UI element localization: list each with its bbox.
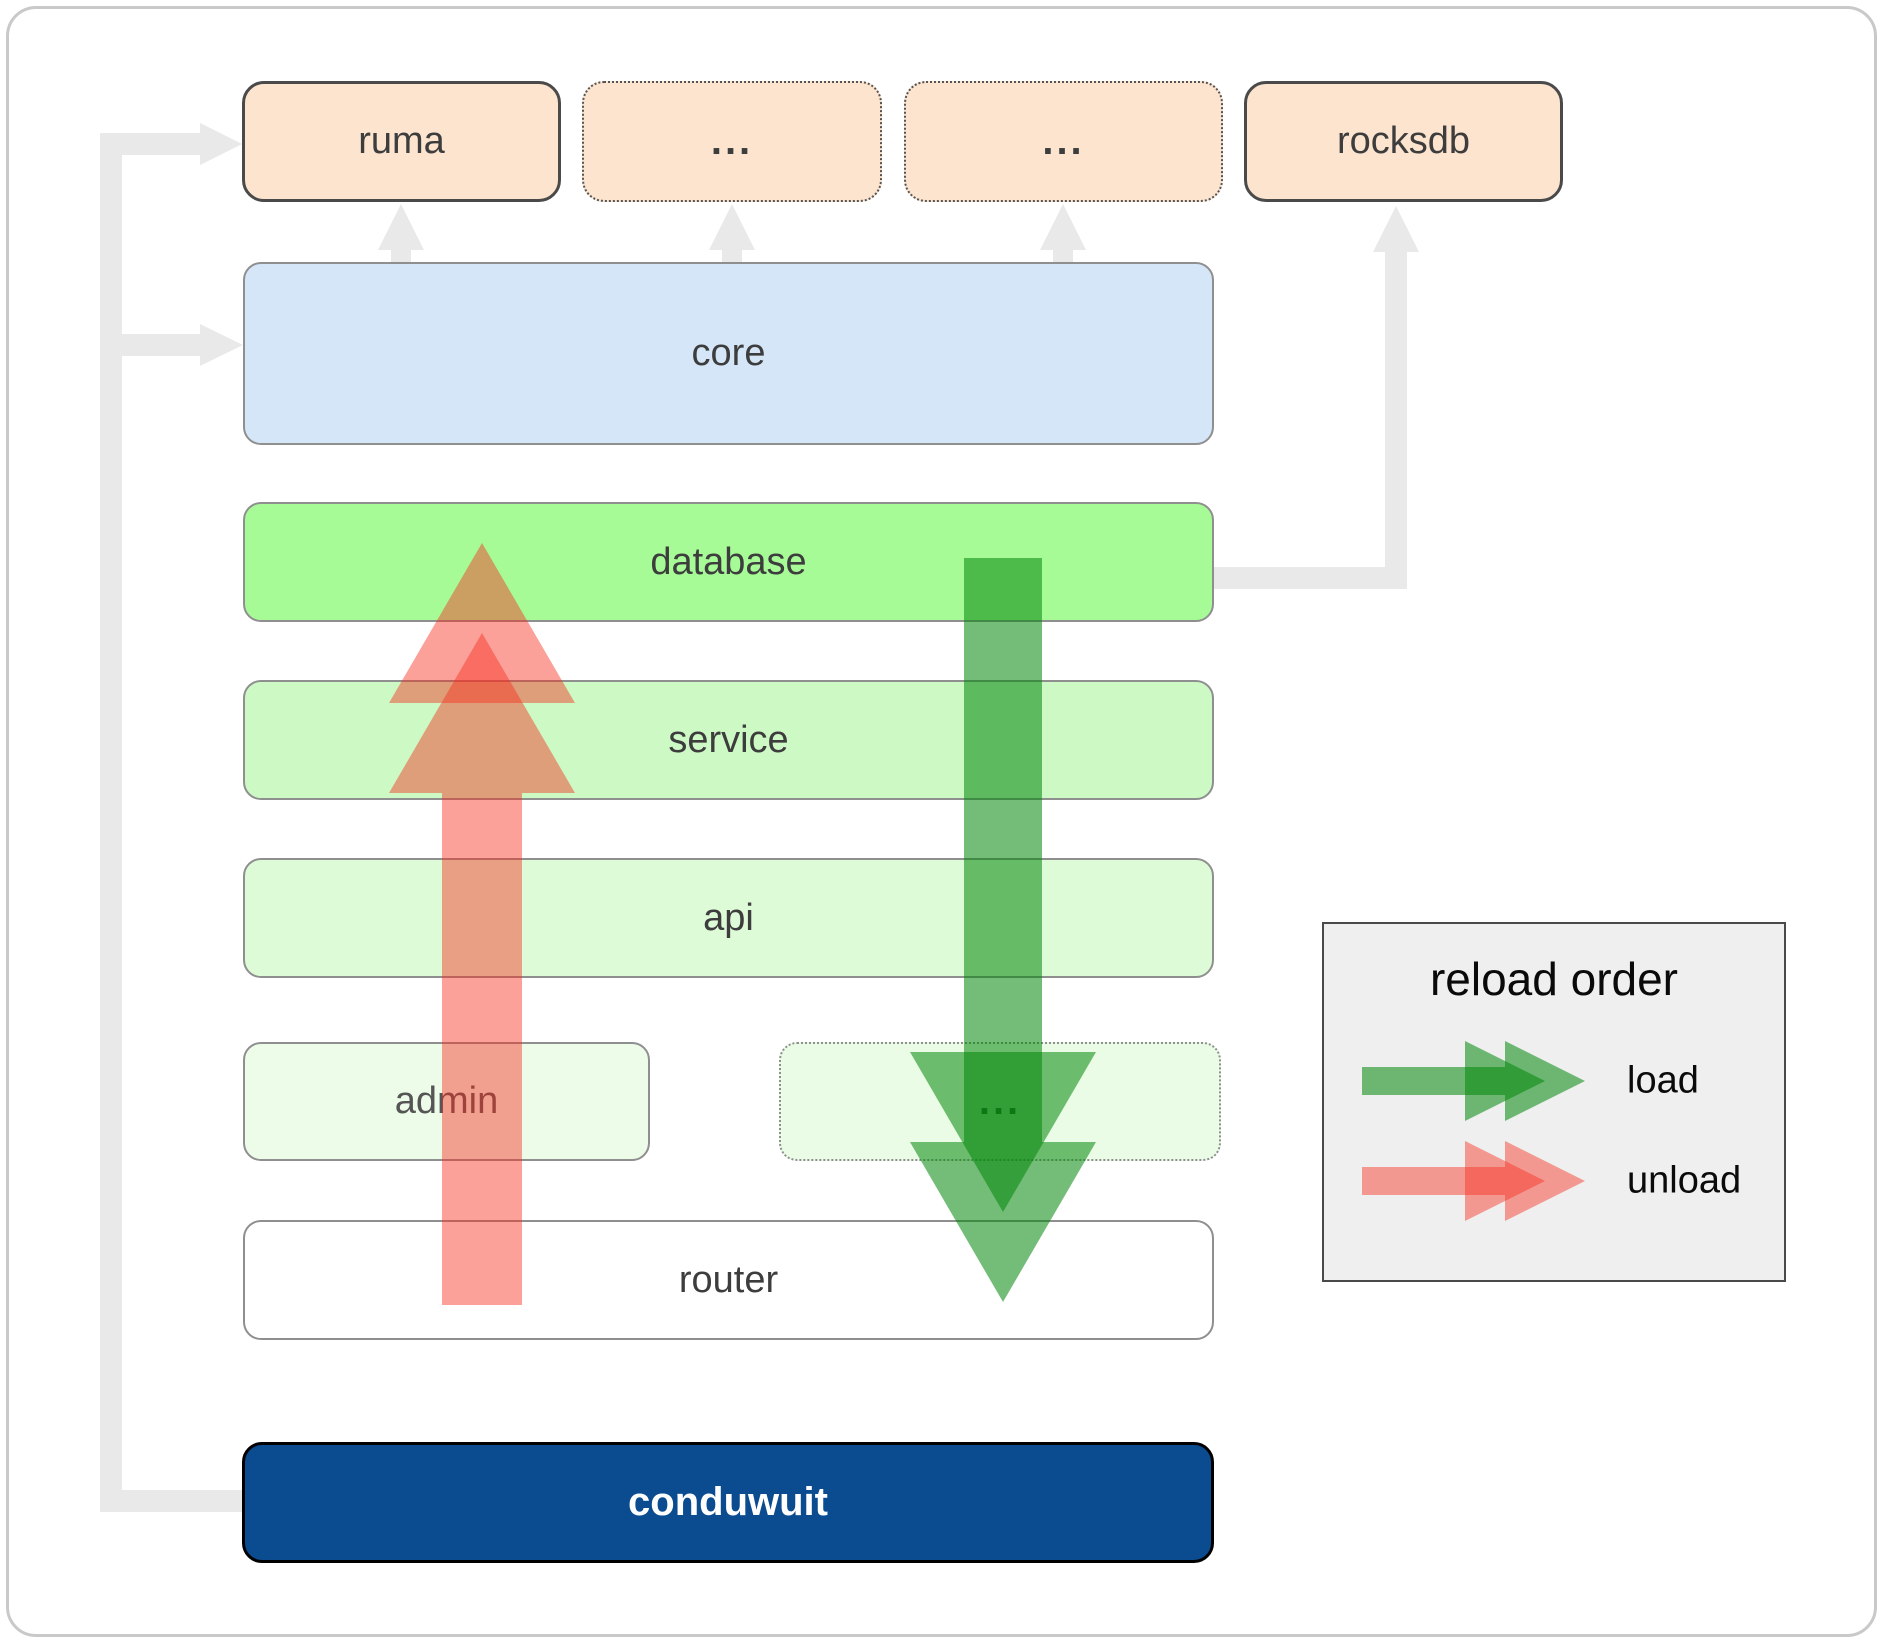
load-arrow-body	[910, 558, 1096, 1302]
arrowhead-core-ellipsis2	[1040, 204, 1086, 250]
arrowhead-to-ruma	[200, 123, 242, 165]
arrowhead-core-ellipsis1	[709, 204, 755, 250]
node-ellipsis-1: ...	[582, 81, 882, 202]
legend-unload-arrow-body	[1362, 1141, 1585, 1221]
arrowhead-to-rocksdb	[1373, 206, 1419, 252]
legend-load-arrow	[1362, 1041, 1585, 1121]
node-ellipsis-2-label: ...	[1042, 119, 1085, 163]
arrowhead-to-core	[200, 324, 243, 366]
node-core-label: core	[691, 332, 766, 374]
node-api: api	[243, 858, 1214, 978]
node-admin-label: admin	[394, 1080, 499, 1122]
legend-load-label: load	[1627, 1059, 1699, 1102]
node-router-label: router	[678, 1258, 779, 1301]
connector-conduwuit-spine	[100, 123, 243, 1512]
connector-core-to-top-row	[378, 204, 1086, 264]
node-ellipsis-1-label: ...	[710, 119, 754, 163]
legend-load-arrow-extra-head	[1465, 1041, 1545, 1121]
node-service-label: service	[668, 718, 789, 761]
node-ruma-label: ruma	[358, 120, 445, 162]
arrowhead-core-ruma	[378, 204, 424, 250]
load-arrow-extra-head	[910, 1052, 1096, 1212]
node-admin: admin	[243, 1042, 650, 1161]
legend-panel	[1322, 922, 1786, 1282]
legend-title: reload order	[1429, 953, 1679, 1005]
node-service: service	[243, 680, 1214, 800]
connector-database-to-rocksdb	[1214, 206, 1419, 589]
unload-arrow-extra-head	[389, 543, 575, 703]
node-database-label: database	[650, 540, 807, 583]
outer-frame	[6, 6, 1877, 1637]
node-router: router	[243, 1220, 1214, 1340]
node-conduwuit-label: conduwuit	[628, 1480, 828, 1524]
node-core: core	[243, 262, 1214, 445]
node-api-label: api	[703, 896, 754, 939]
legend-unload-arrow-extra-head	[1465, 1141, 1545, 1221]
node-database: database	[243, 502, 1214, 622]
legend-unload-label: unload	[1627, 1159, 1742, 1202]
node-rocksdb-label: rocksdb	[1336, 120, 1471, 162]
node-ruma: ruma	[242, 81, 561, 202]
legend-unload-arrow	[1362, 1141, 1585, 1221]
node-rocksdb: rocksdb	[1244, 81, 1563, 202]
unload-arrow	[389, 543, 575, 1305]
node-conduwuit: conduwuit	[242, 1442, 1214, 1563]
node-ellipsis-2: ...	[904, 81, 1223, 202]
load-arrow	[910, 558, 1096, 1302]
unload-arrow-body	[389, 633, 575, 1305]
